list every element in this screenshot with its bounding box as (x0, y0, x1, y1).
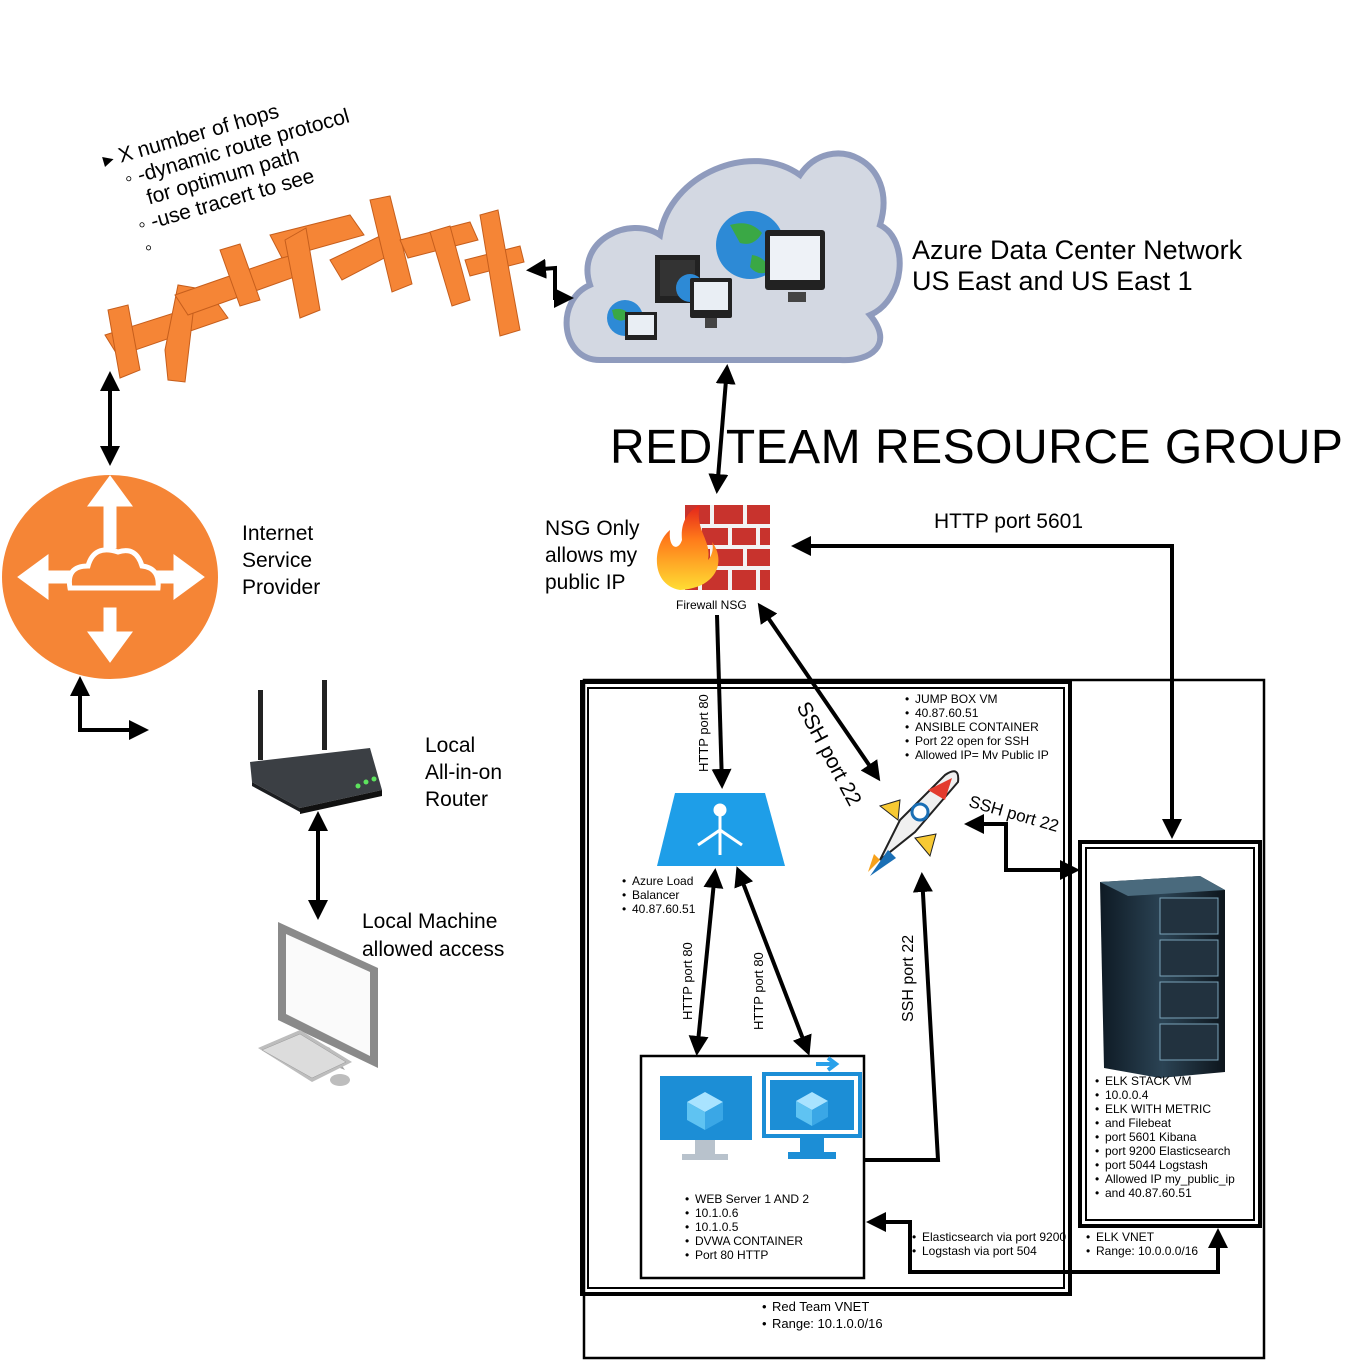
firewall-caption: Firewall NSG (676, 598, 747, 612)
elk-line: and Filebeat (1095, 1116, 1235, 1130)
elk-line: 10.0.0.4 (1095, 1088, 1235, 1102)
lb-line: Azure Load (622, 874, 695, 888)
red-vnet-line: Red Team VNET (762, 1298, 883, 1315)
vm-icon (762, 1056, 862, 1159)
jumpbox-line: ANSIBLE CONTAINER (905, 720, 1049, 734)
webserver-info: WEB Server 1 AND 2 10.1.0.6 10.1.0.5 DVW… (685, 1192, 809, 1262)
elk-vnet-info: ELK VNET Range: 10.0.0.0/16 (1086, 1230, 1198, 1258)
firewall-icon (656, 505, 770, 590)
elk-vnet-line: Range: 10.0.0.0/16 (1086, 1244, 1198, 1258)
isp-label-line: Internet (242, 522, 314, 545)
lb-line: Balancer (622, 888, 695, 902)
router-chain-icon (104, 195, 525, 383)
nsg-note-line: NSG Only (545, 517, 640, 540)
webserver-line: Port 80 HTTP (685, 1248, 809, 1262)
computer-icon (258, 922, 378, 1086)
router-label-line: Local (425, 734, 476, 757)
elk-links-info: Elasticsearch via port 9200 Logstash via… (912, 1230, 1066, 1258)
jumpbox-info: JUMP BOX VM 40.87.60.51 ANSIBLE CONTAINE… (905, 692, 1049, 762)
ssh-22-vert-label: SSH port 22 (900, 934, 917, 1022)
wifi-router-icon (250, 680, 382, 814)
elk-vnet-line: ELK VNET (1086, 1230, 1198, 1244)
elk-line: port 9200 Elasticsearch (1095, 1144, 1235, 1158)
azure-label: Azure Data Center Network US East and US… (912, 235, 1242, 297)
router-label: Local All-in-on Router (425, 732, 502, 813)
server-rack-icon (1100, 876, 1225, 1078)
webserver-line: 10.1.0.6 (685, 1206, 809, 1220)
isp-label: Internet Service Provider (242, 520, 320, 601)
elk-line: ELK STACK VM (1095, 1074, 1235, 1088)
azure-label-line: Azure Data Center Network (912, 235, 1243, 265)
rocket-icon (868, 770, 960, 876)
elk-line: port 5044 Logstash (1095, 1158, 1235, 1172)
isp-router-icon (2, 475, 218, 679)
webserver-line: DVWA CONTAINER (685, 1234, 809, 1248)
red-vnet-info: Red Team VNET Range: 10.1.0.0/16 (762, 1298, 883, 1332)
load-balancer-icon (657, 793, 785, 866)
local-machine-label: Local Machine allowed access (362, 908, 504, 964)
local-machine-label-line: Local Machine (362, 910, 498, 933)
jumpbox-line: Allowed IP= Mv Public IP (905, 748, 1049, 762)
cloud-icon (563, 150, 903, 364)
webserver-line: WEB Server 1 AND 2 (685, 1192, 809, 1206)
isp-label-line: Service (242, 549, 313, 572)
elk-link-line: Elasticsearch via port 9200 (912, 1230, 1066, 1244)
nsg-note-line: allows my (545, 544, 638, 567)
http-5601-label: HTTP port 5601 (934, 510, 1084, 533)
elk-line: ELK WITH METRIC (1095, 1102, 1235, 1116)
http-80-right-label: HTTP port 80 (751, 952, 766, 1030)
elk-link-line: Logstash via port 504 (912, 1244, 1066, 1258)
elk-vm-info: ELK STACK VM 10.0.0.4 ELK WITH METRIC an… (1095, 1074, 1235, 1200)
red-vnet-line: Range: 10.1.0.0/16 (762, 1315, 883, 1332)
elk-line: and 40.87.60.51 (1095, 1186, 1235, 1200)
connectors (70, 258, 1228, 1274)
http-80-top-label: HTTP port 80 (696, 694, 711, 772)
local-machine-label-line: allowed access (362, 938, 505, 961)
nsg-note: NSG Only allows my public IP (545, 515, 640, 596)
lb-line: 40.87.60.51 (622, 902, 695, 916)
load-balancer-info: Azure Load Balancer 40.87.60.51 (622, 874, 695, 916)
vm-icon (660, 1076, 752, 1160)
nsg-note-line: public IP (545, 571, 626, 594)
webserver-line: 10.1.0.5 (685, 1220, 809, 1234)
jumpbox-line: 40.87.60.51 (905, 706, 1049, 720)
isp-label-line: Provider (242, 576, 321, 599)
elk-line: Allowed IP my_public_ip (1095, 1172, 1235, 1186)
azure-label-line: US East and US East 1 (912, 266, 1193, 297)
http-80-left-label: HTTP port 80 (680, 942, 695, 1020)
jumpbox-line: JUMP BOX VM (905, 692, 1049, 706)
page-title: RED TEAM RESOURCE GROUP (610, 421, 1344, 474)
router-label-line: All-in-on (425, 761, 503, 784)
elk-line: port 5601 Kibana (1095, 1130, 1235, 1144)
router-label-line: Router (425, 788, 489, 811)
jumpbox-line: Port 22 open for SSH (905, 734, 1049, 748)
